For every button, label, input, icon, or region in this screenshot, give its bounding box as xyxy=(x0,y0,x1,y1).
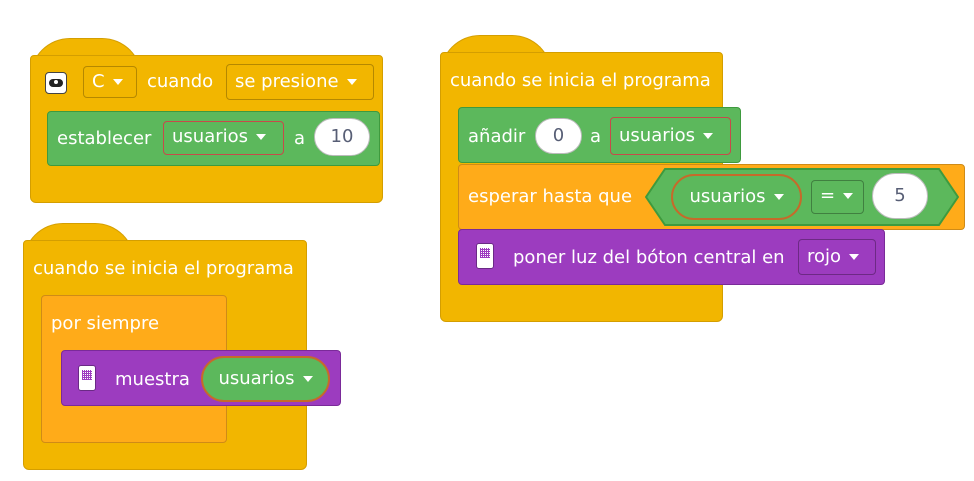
forever-label: por siempre xyxy=(51,313,160,334)
variable-value: usuarios xyxy=(218,368,295,389)
light-color-dropdown[interactable]: rojo xyxy=(798,239,876,275)
wait-label: esperar hasta que xyxy=(468,186,633,207)
light-matrix-icon xyxy=(476,243,494,269)
add-to-label: a xyxy=(590,126,602,147)
add-value-input[interactable]: 0 xyxy=(535,118,582,154)
port-value: C xyxy=(92,71,105,92)
variable-value: usuarios xyxy=(619,125,696,146)
add-list-dropdown[interactable]: usuarios xyxy=(610,117,731,155)
add-label: añadir xyxy=(468,126,526,147)
variable-value: usuarios xyxy=(689,186,766,207)
event-dropdown[interactable]: se presione xyxy=(226,64,374,100)
hub-icon xyxy=(45,72,67,94)
chevron-down-icon xyxy=(773,194,784,200)
start-label-2: cuando se inicia el programa xyxy=(450,70,711,91)
light-matrix-icon xyxy=(78,365,96,391)
to-label: a xyxy=(294,128,306,149)
chevron-down-icon xyxy=(256,134,267,140)
chevron-down-icon xyxy=(843,193,854,199)
chevron-down-icon xyxy=(849,254,860,260)
operator-value: = xyxy=(820,185,836,206)
display-label: muestra xyxy=(115,369,190,390)
set-value-input[interactable]: 10 xyxy=(314,118,370,156)
set-label: establecer xyxy=(57,128,152,149)
start-label-1: cuando se inicia el programa xyxy=(33,258,294,279)
chevron-down-icon xyxy=(346,79,357,85)
operator-dropdown[interactable]: = xyxy=(811,180,864,214)
chevron-down-icon xyxy=(302,376,313,382)
wait-variable-reporter[interactable]: usuarios xyxy=(671,174,802,220)
event-value: se presione xyxy=(235,71,339,92)
color-value: rojo xyxy=(807,246,842,267)
chevron-down-icon xyxy=(112,79,123,85)
chevron-down-icon xyxy=(703,133,714,139)
compare-value-input[interactable]: 5 xyxy=(872,173,928,219)
light-label: poner luz del bóton central en xyxy=(513,247,785,268)
port-dropdown[interactable]: C xyxy=(83,66,137,98)
variable-value: usuarios xyxy=(172,126,249,147)
set-variable-dropdown[interactable]: usuarios xyxy=(163,121,284,155)
when-label: cuando xyxy=(147,71,214,92)
display-variable-reporter[interactable]: usuarios xyxy=(201,356,330,402)
